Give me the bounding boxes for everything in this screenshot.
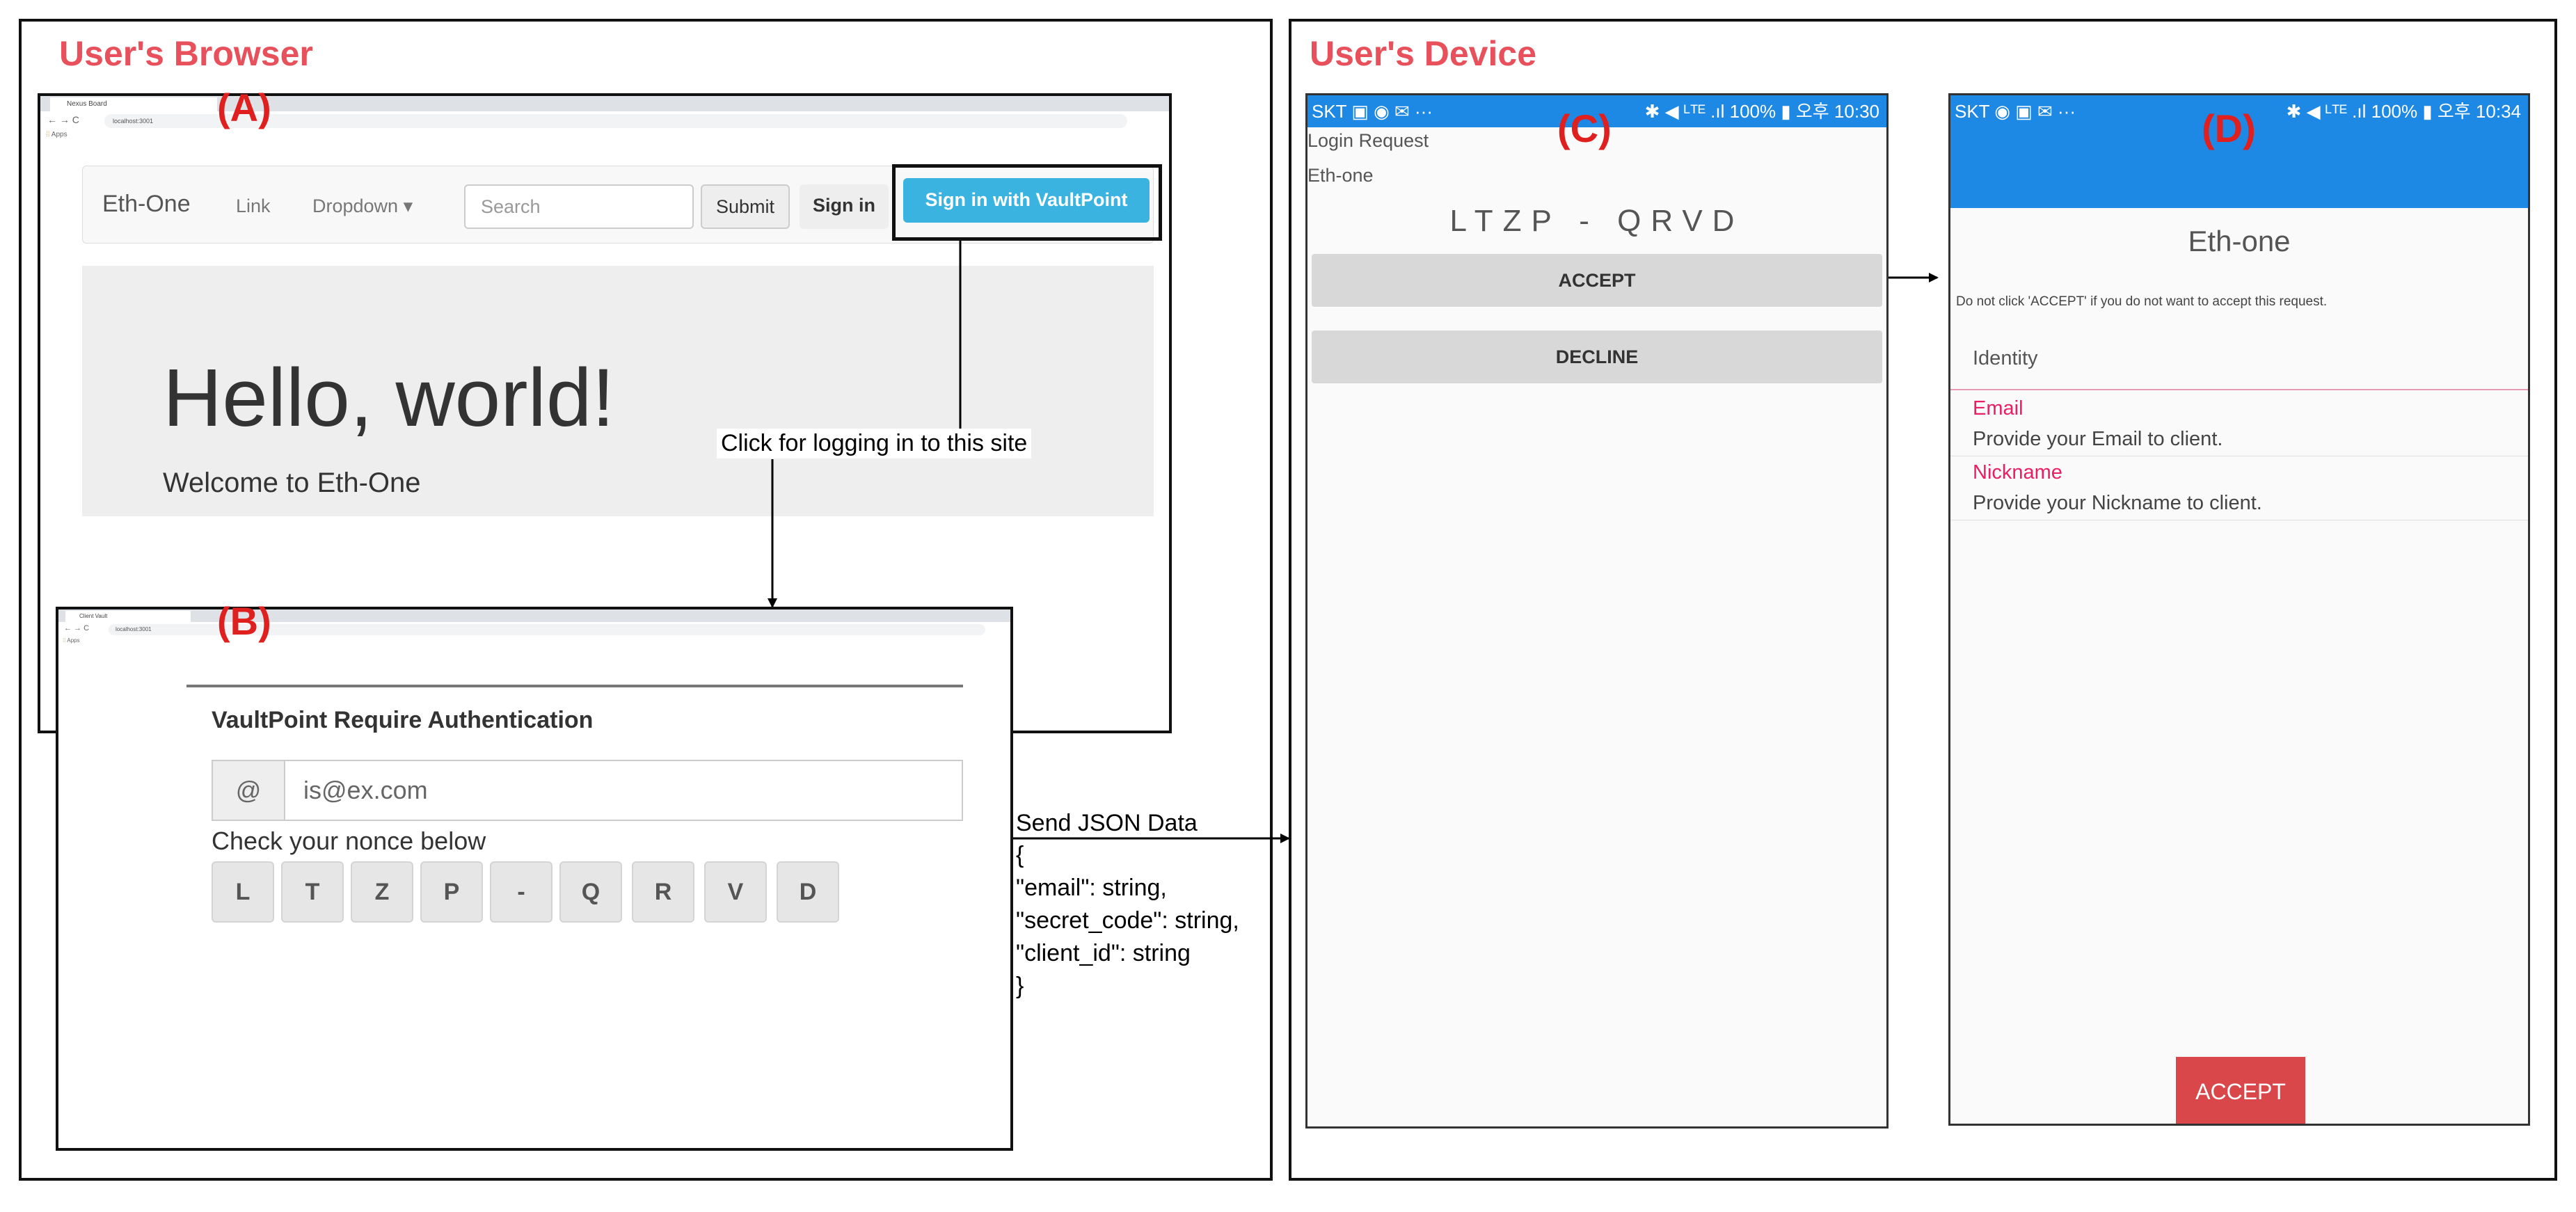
at-addon: @ <box>212 760 285 821</box>
app-bar <box>1950 127 2528 208</box>
label-d: (D) <box>2202 106 2256 150</box>
toolbar-b: ← → C localhost:3001 <box>58 622 1010 637</box>
nav-arrows-icon[interactable]: ← → C <box>47 114 79 125</box>
phone-d: SKT ◉ ▣ ✉ ··· ✱ ◀ ᴸᵀᴱ .ıl 100% ▮ 오후 10:3… <box>1948 93 2530 1126</box>
accept-button[interactable]: ACCEPT <box>1312 254 1882 307</box>
phone-c: SKT ▣ ◉ ✉ ··· ✱ ◀ ᴸᵀᴱ .ıl 100% ▮ 오후 10:3… <box>1305 93 1889 1129</box>
json-line: } <box>1016 973 1024 999</box>
nav-arrows-icon[interactable]: ← → C <box>64 624 90 632</box>
secret-code: LTZP - QRVD <box>1449 204 1744 238</box>
nonce-char: D <box>777 861 839 923</box>
click-caption: Click for logging in to this site <box>717 429 1032 459</box>
nonce-char: Z <box>351 861 413 923</box>
apps-icon: ⁞⁞ <box>46 131 50 138</box>
browser-panel-title: User's Browser <box>59 34 313 73</box>
nonce-char: P <box>420 861 483 923</box>
client-name: Eth-one <box>1307 165 1374 186</box>
tab-strip: Nexus Board <box>40 96 1169 111</box>
nonce-char: T <box>281 861 344 923</box>
status-left: SKT ▣ ◉ ✉ ··· <box>1312 101 1433 122</box>
sign-in-button[interactable]: Sign in <box>800 184 889 229</box>
send-json-title: Send JSON Data <box>1016 810 1198 836</box>
status-right: ✱ ◀ ᴸᵀᴱ .ıl 100% ▮ 오후 10:30 <box>1644 101 1879 122</box>
status-right: ✱ ◀ ᴸᵀᴱ .ıl 100% ▮ 오후 10:34 <box>2286 101 2521 122</box>
address-bar[interactable]: localhost:3001 <box>104 114 1127 128</box>
address-text: localhost:3001 <box>113 118 154 125</box>
nav-link[interactable]: Link <box>236 196 271 216</box>
nickname-desc: Provide your Nickname to client. <box>1973 492 2262 514</box>
hello-heading: Hello, world! <box>163 352 615 444</box>
nonce-label: Check your nonce below <box>212 827 486 855</box>
auth-heading: VaultPoint Require Authentication <box>212 707 594 733</box>
label-c: (C) <box>1557 106 1612 150</box>
status-bar-c: SKT ▣ ◉ ✉ ··· ✱ ◀ ᴸᵀᴱ .ıl 100% ▮ 오후 10:3… <box>1307 95 1886 127</box>
tab-title: Nexus Board <box>67 100 107 108</box>
browser-tab[interactable]: Nexus Board <box>50 97 217 111</box>
json-line: "email": string, <box>1016 875 1167 901</box>
submit-button[interactable]: Submit <box>701 184 790 229</box>
json-line: "client_id": string <box>1016 940 1191 966</box>
json-line: "secret_code": string, <box>1016 907 1239 934</box>
nonce-char: Q <box>559 861 622 923</box>
nonce-char: V <box>704 861 767 923</box>
browser-window-b: Client Vault ← → C localhost:3001 ⁞⁞ App… <box>56 607 1013 1151</box>
address-bar-b[interactable]: localhost:3001 <box>109 624 985 635</box>
toolbar: ← → C localhost:3001 <box>40 111 1169 131</box>
jumbotron: Hello, world! Welcome to Eth-One <box>82 266 1154 516</box>
nickname-label: Nickname <box>1973 461 2062 484</box>
apps-icon: ⁞⁞ <box>63 637 66 644</box>
browser-tab-b[interactable]: Client Vault <box>65 611 191 622</box>
status-left: SKT ◉ ▣ ✉ ··· <box>1955 101 2076 122</box>
nonce-char: R <box>632 861 694 923</box>
card-top-border <box>186 685 963 687</box>
bookmarks-bar: ⁞⁞ Apps <box>46 131 67 138</box>
email-desc: Provide your Email to client. <box>1973 428 2223 450</box>
welcome-text: Welcome to Eth-One <box>163 468 421 498</box>
tab-title-b: Client Vault <box>79 613 108 619</box>
search-input[interactable]: Search <box>464 184 694 229</box>
label-b: (B) <box>217 599 271 643</box>
identity-label: Identity <box>1973 347 2038 369</box>
email-label: Email <box>1973 397 2024 420</box>
decline-button[interactable]: DECLINE <box>1312 330 1882 383</box>
apps-label[interactable]: Apps <box>51 131 67 138</box>
device-panel-title: User's Device <box>1310 34 1537 73</box>
d-title: Eth-one <box>2188 225 2291 257</box>
nonce-char: - <box>490 861 552 923</box>
sign-in-vaultpoint-button[interactable]: Sign in with VaultPoint <box>903 178 1150 223</box>
label-a: (A) <box>217 86 271 129</box>
status-bar-d: SKT ◉ ▣ ✉ ··· ✱ ◀ ᴸᵀᴱ .ıl 100% ▮ 오후 10:3… <box>1950 95 2528 127</box>
notice-text: Do not click 'ACCEPT' if you do not want… <box>1956 294 2328 309</box>
brand[interactable]: Eth-One <box>102 191 191 217</box>
address-text-b: localhost:3001 <box>116 626 152 632</box>
vaultpoint-highlight-box <box>892 164 1162 241</box>
nav-dropdown[interactable]: Dropdown ▾ <box>312 196 413 216</box>
tab-strip-b: Client Vault <box>58 609 1010 622</box>
email-input[interactable]: is@ex.com <box>285 760 963 821</box>
apps-label-b[interactable]: Apps <box>67 637 80 644</box>
login-request-label: Login Request <box>1307 130 1429 151</box>
identity-divider <box>1950 389 2528 390</box>
accept-button-d[interactable]: ACCEPT <box>2176 1057 2305 1124</box>
json-line: { <box>1016 842 1024 868</box>
bookmarks-bar-b: ⁞⁞ Apps <box>63 637 79 644</box>
nonce-char: L <box>212 861 274 923</box>
nonce-row: L T Z P - Q R V D <box>212 861 852 924</box>
